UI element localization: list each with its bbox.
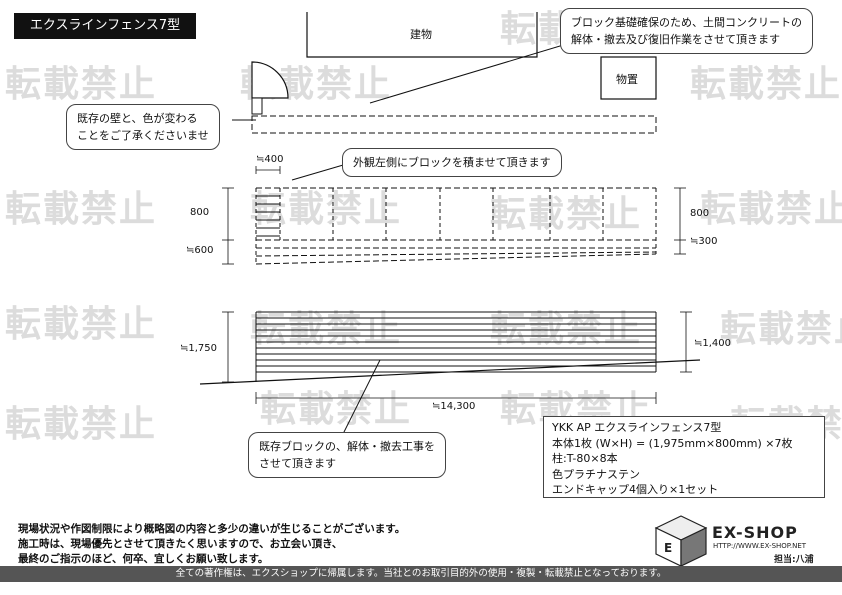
ex-shop-logo-mark: E	[654, 515, 708, 567]
building-label: 建物	[410, 28, 432, 41]
logo-name: EX-SHOP	[712, 523, 798, 542]
dim-400: ≒400	[256, 154, 284, 165]
dim-600-left: ≒600	[186, 245, 214, 256]
dim-14300: ≒14,300	[432, 401, 476, 412]
callout-demolition-note: 既存ブロックの、解体・撤去工事を させて頂きます	[248, 432, 446, 478]
watermark: 転載禁止	[690, 64, 842, 105]
logo-url: HTTP://WWW.EX-SHOP.NET	[713, 542, 807, 550]
upper-dimensions	[222, 166, 686, 265]
door-swing	[251, 61, 289, 99]
page-title: エクスラインフェンス7型	[14, 13, 196, 39]
watermark: 転載禁止	[5, 404, 158, 445]
dim-1750: ≒1,750	[180, 343, 218, 354]
callout-wall-color-note: 既存の壁と、色が変わる ことをご了承くださいませ	[66, 104, 220, 150]
callout-block-note: 外観左側にブロックを積ませて頂きます	[342, 148, 562, 177]
dim-800-right: 800	[690, 208, 710, 219]
watermark: 転載禁止	[5, 189, 158, 230]
wall-plan	[251, 115, 657, 134]
watermark: 転載禁止	[720, 309, 842, 350]
watermark: 転載禁止	[5, 304, 158, 345]
lower-dimensions	[222, 311, 692, 404]
dim-800-left: 800	[190, 207, 210, 218]
watermark: 転載禁止	[490, 194, 643, 235]
spec-box: YKK AP エクスラインフェンス7型 本体1枚 (W×H) = (1,975m…	[543, 416, 825, 498]
building-outline	[306, 12, 538, 58]
pointer-line	[339, 359, 381, 441]
dim-1400: ≒1,400	[694, 338, 732, 349]
watermark: 転載禁止	[700, 189, 842, 230]
copyright-footer: 全ての著作権は、エクスショップに帰属します。当社とのお取引目的外の使用・複製・転…	[0, 566, 842, 582]
site-notes: 現場状況や作図制限により概略図の内容と多少の違いが生じることがございます。 施工…	[18, 523, 406, 565]
pointer-line	[291, 162, 351, 181]
storage-outline	[600, 56, 657, 100]
staff-label: 担当:八浦	[774, 555, 814, 565]
lower-elevation	[199, 311, 701, 385]
pointer-line	[369, 39, 581, 104]
svg-text:E: E	[664, 541, 672, 555]
dim-300-right: ≒300	[690, 236, 718, 247]
upper-elevation	[255, 187, 657, 265]
storage-label: 物置	[616, 73, 638, 86]
callout-foundation-note: ブロック基礎確保のため、土間コンクリートの 解体・撤去及び復旧作業をさせて頂きま…	[560, 8, 813, 54]
door-post	[251, 97, 263, 115]
watermark: 転載禁止	[260, 389, 413, 430]
watermark: 転載禁止	[5, 64, 158, 105]
